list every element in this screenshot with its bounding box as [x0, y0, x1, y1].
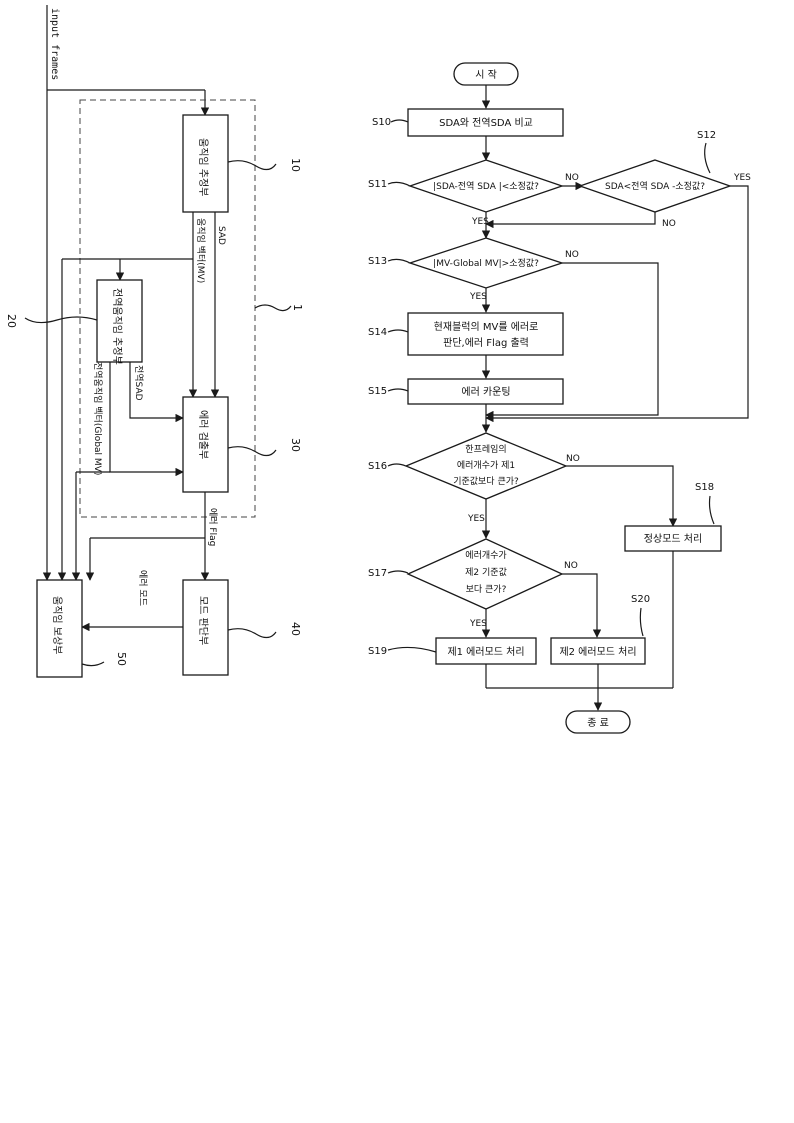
s13-yes-label: YES: [469, 292, 487, 302]
s16-line3: 기준값보다 큰가?: [453, 475, 519, 487]
global-sad-label: 전역SAD: [133, 365, 144, 401]
ref-leader-20: [25, 317, 97, 323]
s18-step: S18: [695, 482, 714, 493]
step-leader: [388, 259, 410, 263]
s11-step: S11: [368, 179, 387, 190]
s16-yes-label: YES: [467, 514, 485, 524]
s12-no-label: NO: [662, 219, 676, 229]
global-estimator-label: 전역움직임 추정부: [111, 288, 124, 365]
s14-step: S14: [368, 327, 387, 338]
step-leader: [388, 571, 408, 573]
s13-no-label: NO: [565, 250, 579, 260]
ref-1: 1: [291, 304, 304, 311]
global-mv-label: 전역움직임 벡터(Global MV): [92, 362, 104, 475]
s16-line2: 에러개수가 제1: [457, 460, 515, 471]
ref-50: 50: [115, 652, 128, 666]
s17-no-label: NO: [564, 561, 578, 571]
s10-step: S10: [372, 117, 391, 128]
s10-text: SDA와 전역SDA 비교: [439, 117, 533, 129]
step-leader: [710, 496, 715, 524]
step-leader: [388, 182, 410, 186]
ref-leader-30: [228, 447, 276, 456]
s20-step: S20: [631, 594, 650, 605]
flowchart: 시 작 SDA와 전역SDA 비교 S10 |SDA-전역 SDA |<소정값?…: [368, 63, 751, 733]
s12-text: SDA<전역 SDA -소정값?: [605, 180, 705, 192]
mode-decider-label: 모드 판단부: [197, 596, 209, 645]
ref-10: 10: [289, 158, 302, 172]
s11-no-label: NO: [565, 173, 579, 183]
s16-line1: 한프레임의: [465, 443, 506, 455]
ref-20: 20: [5, 314, 18, 328]
s15-text: 에러 카운팅: [461, 386, 510, 398]
error-detector-label: 에러 검출부: [197, 410, 209, 459]
s13-step: S13: [368, 256, 387, 267]
s13-text: |MV-Global MV|>소정값?: [433, 257, 539, 269]
error-flag-label: 에러 Flag: [207, 508, 218, 546]
ref-leader-10: [228, 161, 276, 170]
ref-40: 40: [289, 622, 302, 636]
s19-text: 제1 에러모드 처리: [447, 646, 524, 658]
motion-estimator-label: 움직임 추정부: [197, 138, 210, 196]
s14-line1: 현재블럭의 MV를 에러로: [434, 321, 539, 333]
step-leader: [391, 120, 408, 122]
s16-step: S16: [368, 461, 387, 472]
s15-step: S15: [368, 386, 387, 397]
compensator-label: 움직임 보상부: [51, 596, 64, 654]
s17-line1: 에러개수가: [465, 550, 506, 561]
s17-line2: 제2 기준값: [465, 566, 507, 578]
ref-leader-1: [255, 305, 291, 311]
step-leader: [705, 143, 710, 173]
s14-line2: 판단,에러 Flag 출력: [443, 337, 529, 349]
ref-leader-50: [82, 662, 104, 666]
step-leader: [388, 464, 406, 466]
s20-text: 제2 에러모드 처리: [559, 646, 636, 658]
step-leader: [640, 608, 643, 636]
s12-no-line: [486, 212, 655, 224]
s18-text: 정상모드 처리: [644, 533, 702, 545]
s11-text: |SDA-전역 SDA |<소정값?: [433, 180, 539, 192]
s12-yes-label: YES: [733, 173, 751, 183]
s16-no-line: [566, 466, 673, 526]
error-mode-label: 에러 모드: [137, 570, 148, 606]
ref-leader-40: [228, 629, 276, 638]
block-diagram: input frames 1 움직임 추정부 10 SAD 움직임 벡터(MV)…: [5, 5, 304, 677]
s19-step: S19: [368, 646, 387, 657]
s12-step: S12: [697, 130, 716, 141]
s17-line3: 보다 큰가?: [466, 584, 507, 595]
s16-no-label: NO: [566, 454, 580, 464]
end-label: 종 료: [587, 717, 609, 729]
s17-no-line: [562, 574, 597, 637]
s17-step: S17: [368, 568, 387, 579]
ref-30: 30: [289, 438, 302, 452]
s11-yes-label: YES: [471, 217, 489, 227]
input-label: input frames: [49, 8, 60, 80]
sad-label: SAD: [216, 226, 226, 245]
step-leader: [388, 389, 408, 391]
s17-yes-label: YES: [469, 619, 487, 629]
mv-label: 움직임 벡터(MV): [195, 218, 207, 283]
step-leader: [388, 647, 436, 652]
start-label: 시 작: [475, 69, 497, 81]
global-mv-line: [110, 362, 183, 472]
step-leader: [388, 330, 408, 332]
